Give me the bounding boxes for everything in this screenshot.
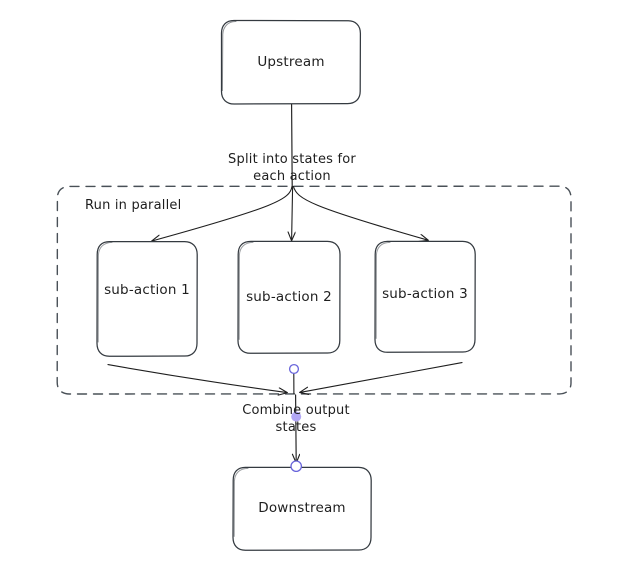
edge-label-split-line1: Split into states for (228, 152, 356, 167)
edge-sub-action-3-to-combine (300, 362, 463, 393)
edge-upstream-to-split (291, 104, 293, 187)
edge-label-combine-line1: Combine output (242, 403, 350, 418)
edge-split-to-sub-action-3 (292, 185, 428, 240)
edge-combine-to-downstream (296, 394, 297, 463)
downstream-endpoint-circle-icon[interactable] (290, 460, 303, 473)
node-sub-action-2[interactable] (237, 240, 341, 354)
node-upstream[interactable] (220, 19, 362, 105)
edge-label-split: Split into states for each action (192, 151, 392, 185)
container-parallel-group[interactable] (56, 185, 572, 395)
node-sub-action-1[interactable] (96, 240, 198, 357)
node-downstream[interactable] (232, 466, 372, 551)
container-parallel-group-label: Run in parallel (85, 198, 182, 213)
node-sub-action-3[interactable] (374, 240, 476, 353)
combine-junction-circle-icon[interactable] (288, 363, 300, 375)
combine-midpoint-dot-icon[interactable] (291, 411, 302, 422)
edge-sub-action-1-to-combine (107, 364, 287, 393)
edge-split-to-sub-action-2 (292, 186, 293, 241)
edge-split-to-sub-action-1 (152, 185, 293, 241)
edge-label-combine: Combine output states (216, 402, 376, 436)
edge-label-combine-line2: states (275, 420, 317, 435)
edge-label-split-line2: each action (253, 169, 331, 184)
